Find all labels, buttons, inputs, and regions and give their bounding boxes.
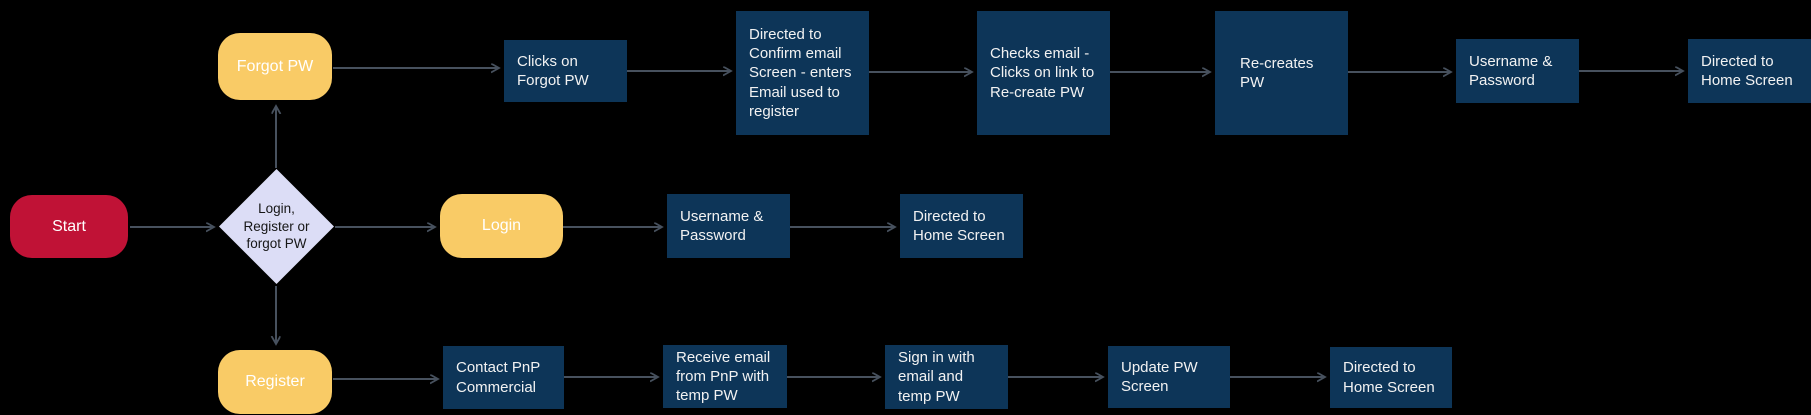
directed-home-node-register-flow: Directed to Home Screen xyxy=(1330,347,1452,408)
username-password-node-forgot-flow: Username & Password xyxy=(1456,39,1579,103)
update-pw-node: Update PW Screen xyxy=(1108,346,1230,408)
clicks-forgot-pw-node: Clicks on Forgot PW xyxy=(504,40,627,102)
username-password-node-login-flow: Username & Password xyxy=(667,194,790,258)
forgot-pw-node: Forgot PW xyxy=(218,33,332,100)
recreates-pw-node: Re-creates PW xyxy=(1215,11,1348,135)
register-node: Register xyxy=(218,350,332,414)
directed-confirm-email-node: Directed to Confirm email Screen - enter… xyxy=(736,11,869,135)
contact-pnp-node: Contact PnP Commercial xyxy=(443,346,564,409)
login-node: Login xyxy=(440,194,563,258)
receive-email-node: Receive email from PnP with temp PW xyxy=(663,345,787,408)
checks-email-node: Checks email - Clicks on link to Re-crea… xyxy=(977,11,1110,135)
start-node: Start xyxy=(10,195,128,258)
sign-in-node: Sign in with email and temp PW xyxy=(885,345,1008,409)
directed-home-node-login-flow: Directed to Home Screen xyxy=(900,194,1023,258)
directed-home-node-forgot-flow: Directed to Home Screen xyxy=(1688,39,1811,103)
